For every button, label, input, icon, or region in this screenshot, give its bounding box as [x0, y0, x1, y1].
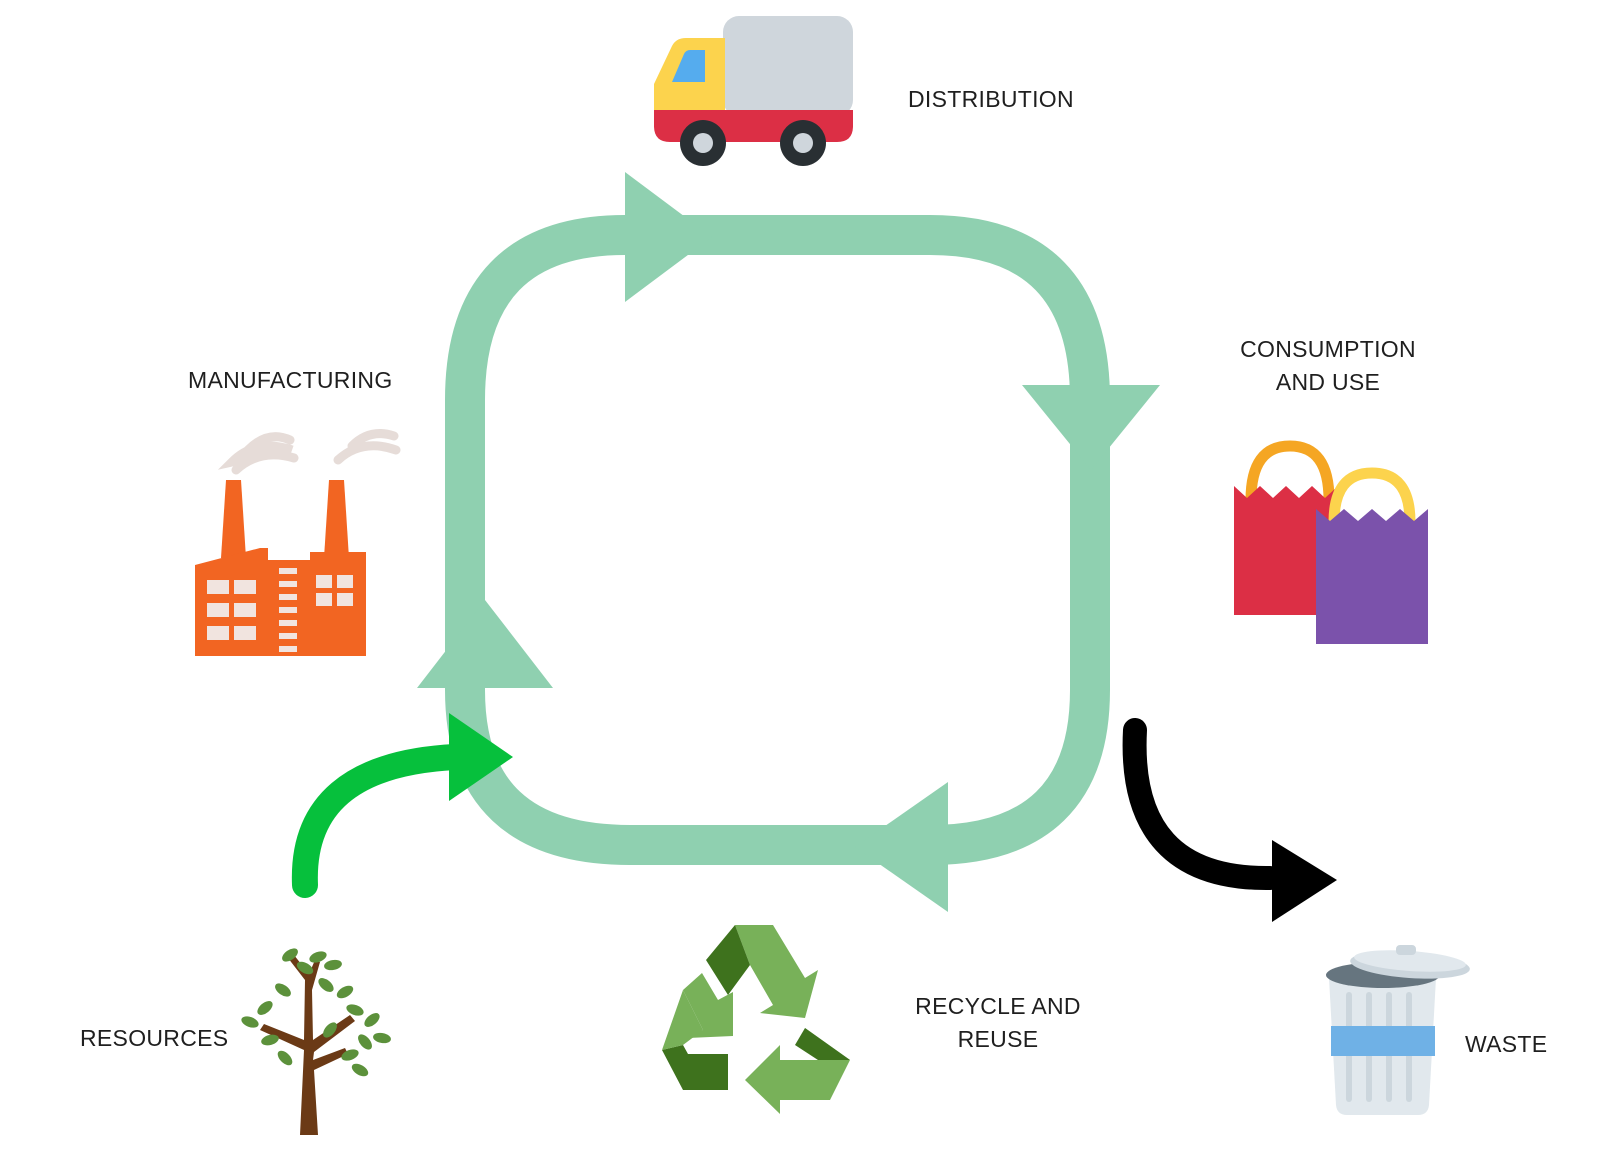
trash-can-icon	[1326, 945, 1470, 1115]
recycle-label-line-2: REUSE	[957, 1026, 1039, 1052]
cycle-path	[445, 215, 1110, 865]
waste-output-arrow	[1122, 718, 1337, 922]
factory-icon	[195, 429, 401, 656]
lifecycle-loop	[417, 172, 1160, 912]
resources-label: RESOURCES	[80, 1025, 229, 1051]
resources-input-arrow	[291, 713, 513, 898]
cycle-arrowhead-down	[1022, 385, 1160, 470]
truck-icon	[654, 16, 853, 166]
waste-label: WASTE	[1465, 1031, 1548, 1057]
consumption-label: CONSUMPTION AND USE	[1228, 333, 1428, 399]
cycle-arrowhead-right	[625, 172, 712, 302]
manufacturing-label: MANUFACTURING	[188, 367, 393, 393]
recycle-label: RECYCLE AND REUSE	[908, 990, 1088, 1056]
distribution-label: DISTRIBUTION	[908, 86, 1074, 112]
consumption-label-line-2: AND USE	[1275, 369, 1381, 395]
shopping-bags-icon	[1234, 440, 1428, 644]
tree-icon	[241, 948, 391, 1135]
recycle-icon	[662, 925, 850, 1114]
consumption-label-line-1: CONSUMPTION	[1240, 336, 1416, 362]
cycle-arrowhead-left	[855, 782, 948, 912]
recycle-label-line-1: RECYCLE AND	[915, 993, 1081, 1019]
cycle-arrowhead-up	[417, 600, 553, 688]
